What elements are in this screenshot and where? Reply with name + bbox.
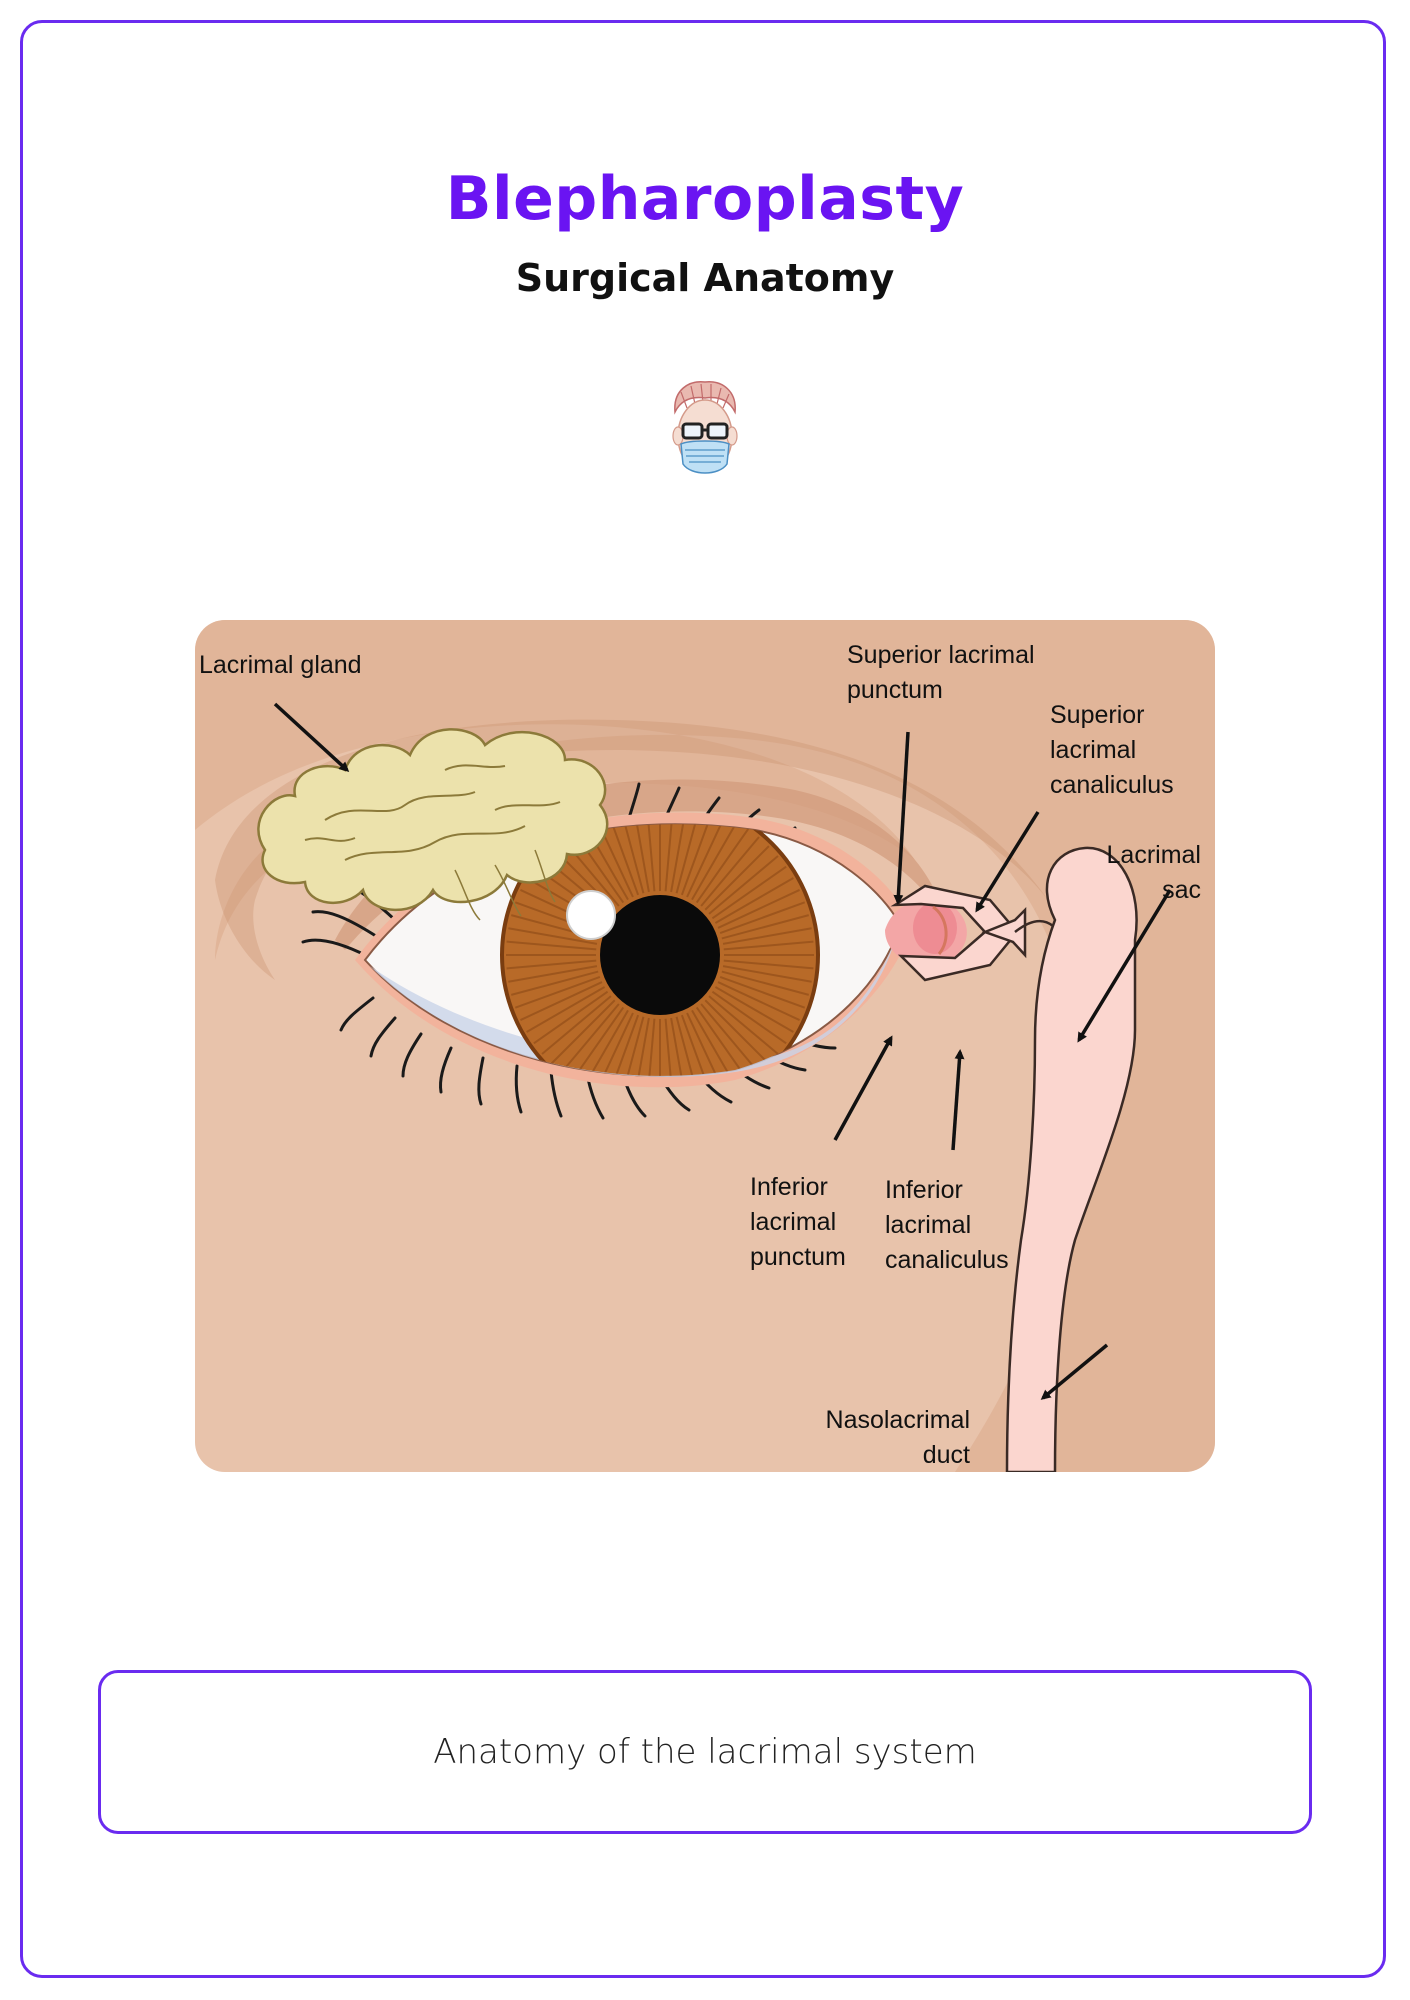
iris-group <box>500 824 820 1076</box>
label-superior-canaliculus-3: canaliculus <box>1050 771 1174 799</box>
label-superior-canaliculus-1: Superior <box>1050 701 1145 729</box>
label-nasolacrimal-duct-2: duct <box>923 1441 970 1469</box>
label-lacrimal-sac-2: sac <box>1162 876 1201 904</box>
lacrimal-diagram-svg: Lacrimal gland Superior lacrimal punctum… <box>195 620 1215 1472</box>
caption-text: Anatomy of the lacrimal system <box>433 1732 977 1772</box>
lacrimal-drainage <box>890 846 1138 1472</box>
leader-arrows <box>273 702 1172 1400</box>
label-inferior-punctum-3: punctum <box>750 1243 846 1271</box>
label-superior-punctum-1: Superior lacrimal <box>847 641 1035 669</box>
label-inferior-canaliculus-2: lacrimal <box>885 1211 971 1239</box>
label-lacrimal-sac-1: Lacrimal <box>1107 841 1201 869</box>
sclera-shadow <box>370 940 895 1077</box>
pupil <box>600 895 720 1015</box>
lacrimal-system-diagram: Lacrimal gland Superior lacrimal punctum… <box>195 620 1215 1472</box>
label-superior-punctum-2: punctum <box>847 676 943 704</box>
label-inferior-punctum-1: Inferior <box>750 1173 828 1201</box>
label-inferior-canaliculus-1: Inferior <box>885 1176 963 1204</box>
label-superior-canaliculus-2: lacrimal <box>1050 736 1136 764</box>
eye-highlight <box>566 890 616 940</box>
label-inferior-canaliculus-3: canaliculus <box>885 1246 1009 1274</box>
page-subtitle: Surgical Anatomy <box>515 256 895 300</box>
lacrimal-gland <box>257 728 609 921</box>
label-lacrimal-gland: Lacrimal gland <box>199 651 362 679</box>
nasolacrimal-duct <box>1005 846 1138 1472</box>
label-inferior-punctum-2: lacrimal <box>750 1208 836 1236</box>
page-frame <box>20 20 1386 1978</box>
caption-box: Anatomy of the lacrimal system <box>98 1670 1312 1834</box>
surgeon-avatar-icon <box>672 381 738 474</box>
page-title: Blepharoplasty <box>445 164 965 234</box>
label-nasolacrimal-duct-1: Nasolacrimal <box>826 1406 970 1434</box>
orbital-shadow <box>195 620 1215 1472</box>
